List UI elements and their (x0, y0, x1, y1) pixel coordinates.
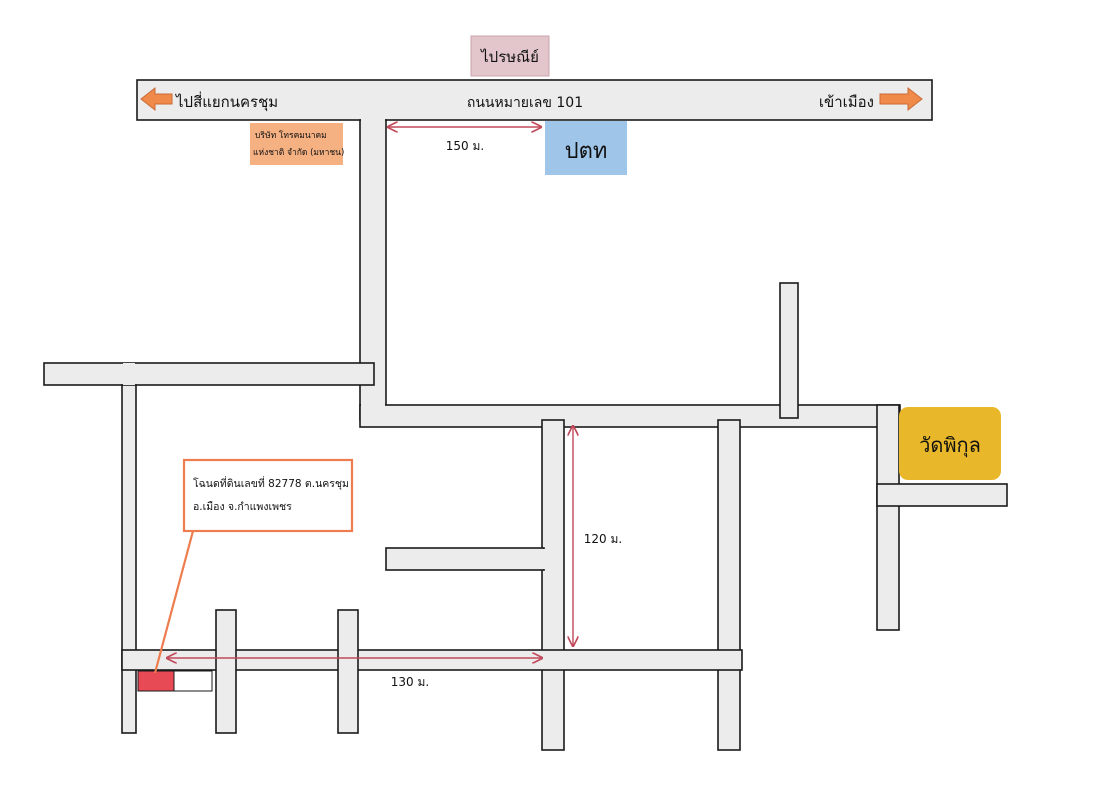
road-middle-horizontal (359, 404, 901, 428)
deed-label-line1: โฉนดที่ดินเลขที่ 82778 ต.นครชุม (193, 476, 349, 490)
telecom-office-box (250, 123, 343, 165)
deed-callout-box (182, 458, 354, 533)
road-inner-spur (385, 547, 545, 571)
temple-box (899, 407, 1001, 480)
road-bottom-horizontal (121, 649, 743, 671)
ptt-office-box (545, 121, 627, 175)
road-network (43, 79, 1008, 751)
post-office-box (470, 35, 550, 77)
arrow-right-icon (879, 86, 923, 112)
land-plot-marker (137, 670, 175, 692)
land-plot-adjacent (173, 670, 213, 692)
temple-label: วัดพิกุล (919, 433, 981, 458)
road-east-vertical-to-temple (876, 404, 900, 631)
ptt-office-label: ปตท (565, 139, 608, 164)
road-lower-vertical-2 (337, 609, 359, 734)
road-west-vertical (121, 384, 137, 734)
telecom-office-line2: แห่งชาติ จำกัด (มหาชน) (253, 148, 344, 158)
post-office-label: ไปรษณีย์ (480, 48, 539, 66)
direction-left-label: ไปสี่แยกนครชุม (175, 91, 278, 112)
road-temple-spur (876, 483, 1008, 507)
road-east-short-vertical (779, 282, 799, 419)
road-center-vertical (541, 419, 565, 751)
telecom-office-line1: บริษัท โทรคมนาคม (255, 130, 327, 141)
arrow-left-icon (140, 86, 173, 112)
distance-130-label: 130 ม. (391, 675, 429, 689)
distance-120-label: 120 ม. (584, 532, 622, 546)
deed-callout-pointer (153, 530, 195, 674)
road-highway-101 (136, 79, 933, 121)
road-right-vertical (717, 419, 741, 751)
road-lower-vertical-1 (215, 609, 237, 734)
road-upper-left-horizontal (43, 362, 375, 386)
road-main-label: ถนนหมายเลข 101 (467, 95, 583, 111)
direction-right-label: เข้าเมือง (819, 93, 874, 111)
deed-label-line2: อ.เมือง จ.กำแพงเพชร (193, 500, 292, 513)
distance-150-label: 150 ม. (446, 139, 484, 153)
